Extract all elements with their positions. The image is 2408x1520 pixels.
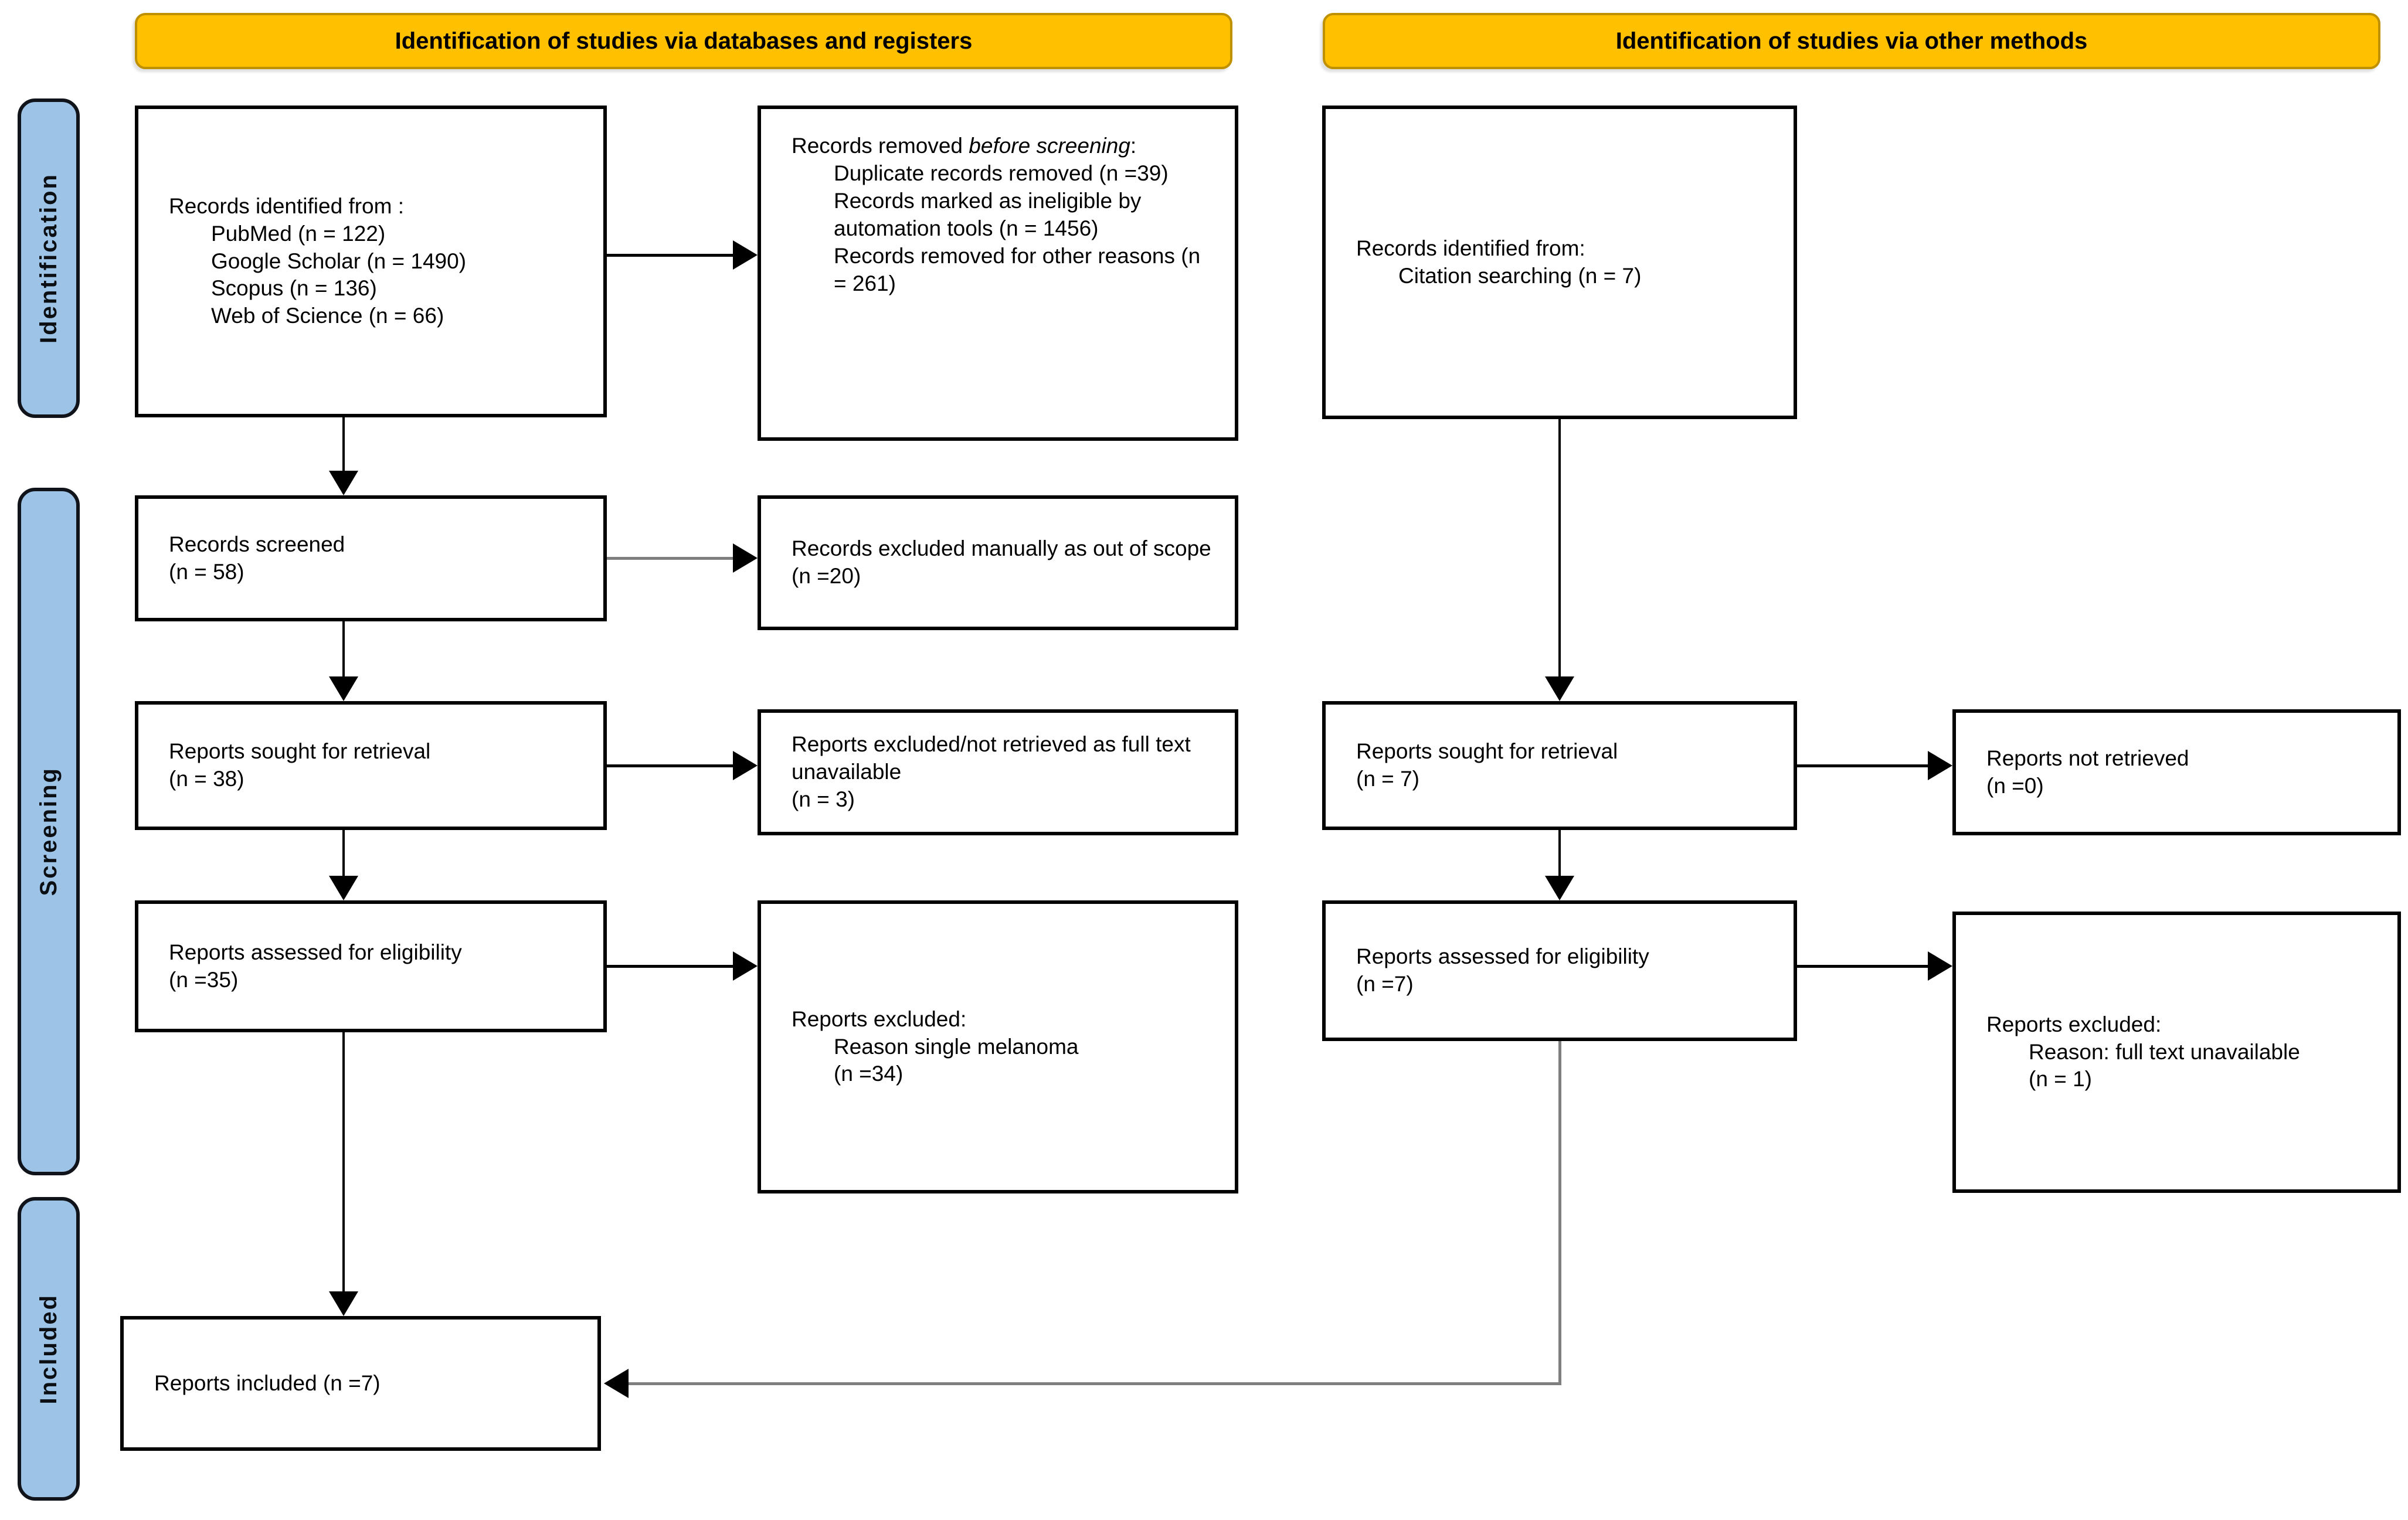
- elbow-otherassessed-to-included-head: [604, 1369, 629, 1398]
- reports-sought-db-count: (n = 38): [169, 767, 244, 791]
- arrow-otherassessed-to-excluded-head: [1928, 951, 1952, 981]
- arrow-otherassessed-to-excluded-shaft: [1797, 965, 1928, 968]
- phase-included-label: Included: [35, 1293, 62, 1405]
- reports-sought-db-text: Reports sought for retrieval: [169, 739, 431, 764]
- records-removed-title: Records removed before screening:: [792, 132, 1217, 160]
- reports-excluded-other-reason: Reason: full text unavailable: [2029, 1039, 2300, 1064]
- box-reports-excluded-reason-other: Reports excluded: Reason: full text unav…: [1952, 912, 2401, 1193]
- records-screened-count: (n = 58): [169, 559, 244, 584]
- source-pubmed: PubMed (n = 122): [211, 221, 386, 246]
- source-web-of-science: Web of Science (n = 66): [211, 304, 444, 328]
- reports-not-retrieved-db-count: (n = 3): [792, 787, 855, 811]
- reports-assessed-other-text: Reports assessed for eligibility: [1356, 944, 1649, 969]
- arrow-identified-to-screened-head: [329, 471, 358, 495]
- arrow-assessed-to-included-shaft: [342, 1032, 345, 1293]
- records-removed-italic: before screening: [969, 134, 1130, 158]
- box-reports-assessed-other: Reports assessed for eligibility (n =7): [1322, 900, 1797, 1041]
- reports-excluded-other-count: (n = 1): [2029, 1067, 2092, 1091]
- arrow-otheridentified-to-sought-head: [1545, 676, 1574, 701]
- header-databases-registers-label: Identification of studies via databases …: [395, 28, 973, 54]
- arrow-screened-to-excluded-head: [733, 543, 758, 573]
- box-reports-excluded-not-retrieved: Reports excluded/not retrieved as full t…: [758, 709, 1238, 835]
- other-identified-title: Records identified from:: [1356, 236, 1585, 260]
- box-records-excluded-scope: Records excluded manually as out of scop…: [758, 495, 1238, 630]
- removed-automation: Records marked as ineligible by automati…: [834, 188, 1142, 240]
- records-identified-title: Records identified from :: [169, 193, 405, 218]
- box-records-removed-before-screening: Records removed before screening: Duplic…: [758, 106, 1238, 441]
- arrow-assessed-to-excluded-shaft: [607, 965, 733, 968]
- reports-not-retrieved-other-count: (n =0): [1986, 773, 2044, 798]
- source-scopus: Scopus (n = 136): [211, 276, 377, 301]
- arrow-othersought-to-assessed-head: [1545, 876, 1574, 900]
- arrow-othersought-to-assessed-shaft: [1558, 830, 1561, 877]
- reports-not-retrieved-db-text: Reports excluded/not retrieved as full t…: [792, 732, 1191, 784]
- reports-excluded-other-title: Reports excluded:: [1986, 1012, 2162, 1036]
- source-citation-searching: Citation searching (n = 7): [1398, 263, 1642, 288]
- box-reports-assessed-databases: Reports assessed for eligibility (n =35): [135, 900, 607, 1032]
- box-records-identified-databases: Records identified from : PubMed (n = 12…: [135, 106, 607, 417]
- removed-duplicates: Duplicate records removed (n =39): [834, 161, 1169, 185]
- arrow-othersought-to-notretrieved-head: [1928, 751, 1952, 780]
- records-removed-prefix: Records removed: [792, 134, 969, 158]
- phase-bar-identification: Identification: [18, 98, 80, 418]
- reports-sought-other-text: Reports sought for retrieval: [1356, 739, 1618, 764]
- arrow-sought-to-assessed-shaft: [342, 830, 345, 877]
- arrow-othersought-to-notretrieved-shaft: [1797, 764, 1928, 767]
- records-screened-text: Records screened: [169, 532, 345, 556]
- box-reports-sought-databases: Reports sought for retrieval (n = 38): [135, 701, 607, 830]
- box-reports-sought-other: Reports sought for retrieval (n = 7): [1322, 701, 1797, 830]
- reports-not-retrieved-other-text: Reports not retrieved: [1986, 746, 2189, 770]
- records-excluded-scope-count: (n =20): [792, 564, 861, 588]
- arrow-assessed-to-included-head: [329, 1291, 358, 1316]
- arrow-sought-to-notretrieved-head: [733, 751, 758, 780]
- box-reports-excluded-reason-databases: Reports excluded: Reason single melanoma…: [758, 900, 1238, 1193]
- arrow-screened-to-sought-head: [329, 676, 358, 701]
- reports-excluded-db-count: (n =34): [834, 1062, 904, 1086]
- header-databases-registers: Identification of studies via databases …: [135, 13, 1232, 69]
- phase-identification-label: Identification: [35, 173, 62, 344]
- phase-bar-included: Included: [18, 1197, 80, 1501]
- source-google-scholar: Google Scholar (n = 1490): [211, 249, 467, 273]
- reports-excluded-db-reason: Reason single melanoma: [834, 1034, 1079, 1059]
- reports-included-text: Reports included (n =7): [154, 1371, 381, 1395]
- arrow-assessed-to-excluded-head: [733, 951, 758, 981]
- arrow-otheridentified-to-sought-shaft: [1558, 419, 1561, 678]
- elbow-otherassessed-to-included-horizontal: [627, 1382, 1561, 1385]
- box-reports-not-retrieved-other: Reports not retrieved (n =0): [1952, 709, 2401, 835]
- box-reports-included: Reports included (n =7): [120, 1316, 601, 1451]
- phase-screening-label: Screening: [35, 767, 62, 896]
- arrow-identified-to-removed-head: [733, 240, 758, 270]
- box-records-identified-other: Records identified from: Citation search…: [1322, 106, 1797, 419]
- arrow-identified-to-removed-shaft: [607, 254, 733, 257]
- header-other-methods-label: Identification of studies via other meth…: [1615, 28, 2088, 54]
- arrow-sought-to-assessed-head: [329, 876, 358, 900]
- phase-bar-screening: Screening: [18, 488, 80, 1175]
- header-other-methods: Identification of studies via other meth…: [1323, 13, 2380, 69]
- reports-assessed-db-text: Reports assessed for eligibility: [169, 940, 462, 964]
- reports-assessed-db-count: (n =35): [169, 967, 239, 992]
- reports-sought-other-count: (n = 7): [1356, 767, 1419, 791]
- arrow-screened-to-excluded-shaft: [607, 557, 733, 560]
- box-records-screened: Records screened (n = 58): [135, 495, 607, 621]
- arrow-screened-to-sought-shaft: [342, 621, 345, 678]
- reports-excluded-db-title: Reports excluded:: [792, 1006, 967, 1031]
- arrow-identified-to-screened-shaft: [342, 417, 345, 472]
- arrow-sought-to-notretrieved-shaft: [607, 764, 733, 767]
- removed-other-reasons: Records removed for other reasons (n = 2…: [834, 243, 1201, 295]
- records-excluded-scope-text: Records excluded manually as out of scop…: [792, 536, 1211, 561]
- reports-assessed-other-count: (n =7): [1356, 972, 1414, 996]
- records-removed-suffix: :: [1130, 134, 1137, 158]
- elbow-otherassessed-to-included-vertical: [1558, 1041, 1561, 1385]
